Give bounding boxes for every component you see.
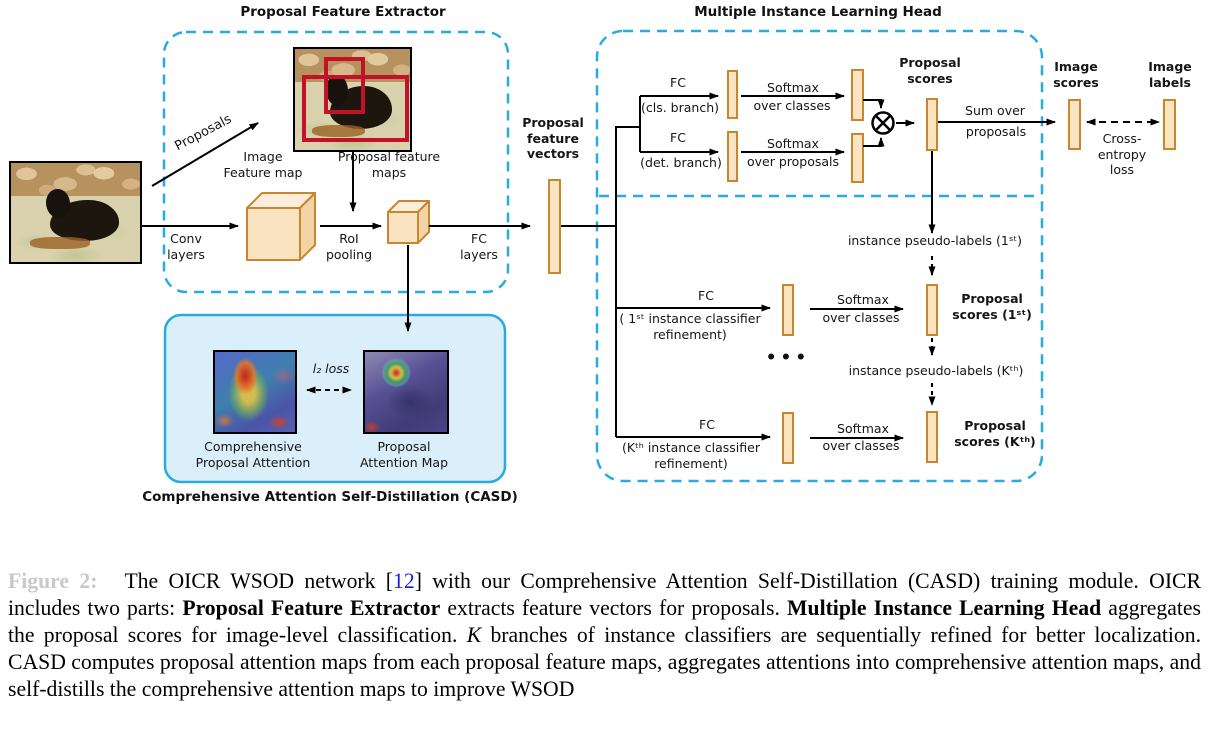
- ref1-branch-label: ( 1ˢᵗ instance classifier refinement): [619, 311, 761, 342]
- caption-text: branches of instance classifiers are seq…: [8, 622, 1201, 702]
- softmax-proposals-output-bar: [851, 133, 864, 183]
- softmax-classes-label: Softmax: [767, 80, 819, 95]
- casd-title: Comprehensive Attention Self-Distillatio…: [142, 489, 518, 505]
- image-feature-map-label: Image Feature map: [223, 149, 303, 180]
- proposal-scores-1st-bar: [926, 284, 938, 336]
- conv-layers-label: Conv layers: [167, 231, 205, 262]
- caption-K: K: [466, 622, 482, 647]
- softmax-classes-output-bar: [851, 69, 864, 121]
- caption-text: ] with our Comprehensive Attention Self-…: [8, 568, 1201, 620]
- ref1-fc-output-bar: [782, 284, 794, 336]
- fc-refK-label: FC: [699, 417, 715, 432]
- dog-head: [326, 75, 348, 106]
- figure-caption: Figure 2: The OICR WSOD network [12] with…: [8, 568, 1201, 703]
- proposal-feature-maps-label: Proposal feature maps: [337, 149, 441, 180]
- roi-pooling-label: RoI pooling: [325, 231, 373, 262]
- sum-over-label: Sum over: [965, 103, 1025, 118]
- instance-pseudo-labels-1st: instance pseudo-labels (1ˢᵗ): [847, 233, 1023, 248]
- elementwise-product-icon: [871, 111, 895, 135]
- fc-det-label: FC: [670, 130, 686, 145]
- input-image: [9, 161, 142, 264]
- softmax-K-label: Softmax: [837, 421, 889, 436]
- over-classes-K-label: over classes: [822, 438, 900, 453]
- proposal-feature-maps-cube: [387, 200, 430, 244]
- dog-legs: [312, 124, 366, 137]
- proposal-feature-extractor-box: [162, 30, 510, 294]
- image-feature-map-cube: [246, 192, 316, 261]
- caption-text: extracts feature vectors for proposals.: [440, 595, 788, 620]
- proposal-feature-vectors-label: Proposal feature vectors: [522, 115, 584, 161]
- caption-text: aggregates the proposal scores for image…: [8, 595, 1201, 647]
- image-labels-bar: [1163, 99, 1176, 150]
- proposal-box-small: [324, 57, 365, 114]
- caption-bold-pfe: Proposal Feature Extractor: [182, 595, 441, 620]
- caption-text: The OICR WSOD network [: [124, 568, 394, 593]
- proposals-arrow: [151, 122, 259, 187]
- image-labels-label: Image labels: [1148, 59, 1192, 90]
- proposal-attention-map-label: Proposal Attention Map: [359, 439, 449, 470]
- fc-layers-label: FC layers: [460, 231, 498, 262]
- mil-title: Multiple Instance Learning Head: [694, 4, 942, 20]
- l2-loss-label: l₂ loss: [312, 361, 350, 376]
- proposal-image: [293, 47, 412, 152]
- mil-head-box: [595, 29, 1044, 483]
- sum-proposals-label: proposals: [965, 124, 1027, 139]
- citation-12[interactable]: 12: [393, 568, 415, 593]
- stone-wall: [11, 163, 140, 197]
- cls-branch-label: (cls. branch): [640, 100, 720, 115]
- fc-ref1-label: FC: [698, 288, 714, 303]
- proposal-attention-heatmap: [363, 350, 449, 434]
- proposal-scores-label: Proposal scores: [899, 55, 961, 86]
- over-proposals-label: over proposals: [746, 154, 840, 169]
- image-scores-label: Image scores: [1053, 59, 1099, 90]
- proposal-scores-1st-label: Proposal scores (1ˢᵗ): [952, 291, 1032, 322]
- figure-number: Figure 2:: [8, 568, 98, 593]
- det-branch-label: (det. branch): [640, 155, 722, 170]
- diagram-lines-layer: [140, 29, 1176, 484]
- proposal-scores-Kth-label: Proposal scores (Kᵗʰ): [954, 418, 1036, 449]
- cls-to-product-connector: [863, 99, 885, 109]
- feature-vector-bars: [548, 69, 1176, 464]
- softmax-1-label: Softmax: [837, 292, 889, 307]
- proposal-box-large: [302, 75, 409, 142]
- over-classes-label: over classes: [753, 98, 831, 113]
- det-fc-output-bar: [727, 131, 738, 182]
- caption-bold-mil: Multiple Instance Learning Head: [787, 595, 1102, 620]
- comprehensive-attention-heatmap: [213, 350, 297, 434]
- image-scores-bar: [1068, 99, 1081, 150]
- pfe-title: Proposal Feature Extractor: [240, 4, 446, 20]
- det-to-product-connector: [863, 137, 885, 147]
- over-classes-1-label: over classes: [822, 310, 900, 325]
- ellipsis: •••: [765, 348, 811, 368]
- softmax-proposals-label: Softmax: [767, 136, 819, 151]
- refK-branch-label: (Kᵗʰ instance classifier refinement): [622, 440, 760, 471]
- dog-head: [45, 188, 71, 219]
- cls-fc-output-bar: [727, 70, 738, 119]
- proposal-scores-bar: [926, 98, 938, 151]
- fc-cls-label: FC: [670, 75, 686, 90]
- refK-fc-output-bar: [782, 412, 794, 464]
- dog-legs: [30, 237, 90, 250]
- instance-pseudo-labels-Kth: instance pseudo-labels (Kᵗʰ): [848, 363, 1024, 378]
- proposal-feature-vector-bar: [548, 179, 561, 274]
- cross-entropy-loss-label: Cross- entropy loss: [1097, 131, 1147, 177]
- figure-diagram: Proposal Feature Extractor Multiple Inst…: [9, 4, 1192, 505]
- proposal-scores-Kth-bar: [926, 411, 938, 463]
- comprehensive-proposal-attention-label: Comprehensive Proposal Attention: [195, 439, 311, 470]
